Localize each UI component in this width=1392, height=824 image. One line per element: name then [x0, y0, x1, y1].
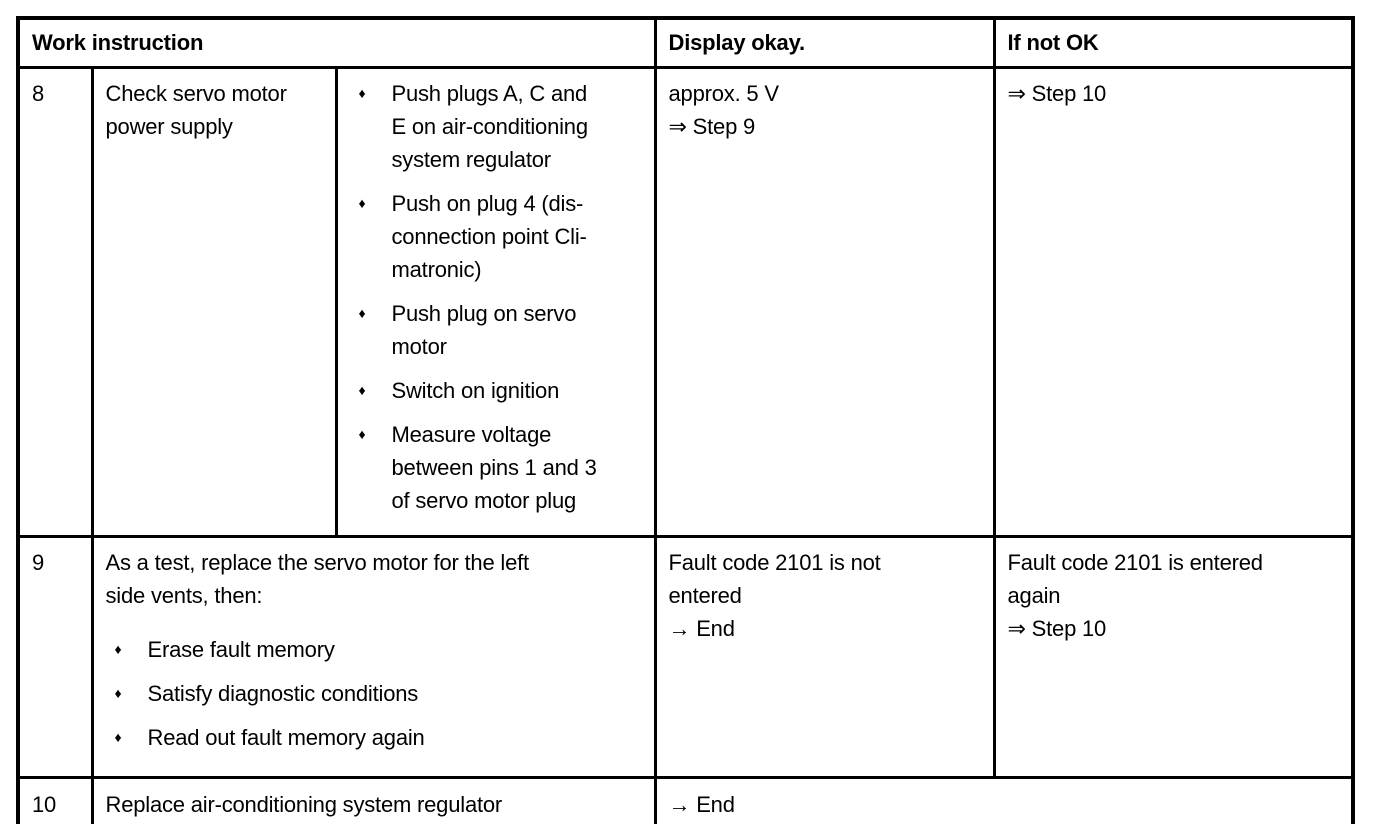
- bullet-list: ♦ Erase fault memory ♦ Satisfy diagnosti…: [106, 633, 644, 754]
- header-row: Work instruction Display okay. If not OK: [16, 16, 1355, 69]
- display-okay-cell: Fault code 2101 is not entered → End: [653, 535, 996, 779]
- step-number: 10: [16, 776, 94, 824]
- bullet-text: Read out fault memory again: [147, 725, 425, 750]
- bullet-text: Push plug on servo motor: [391, 301, 577, 359]
- task-cell: Replace air-conditioning system regulato…: [90, 776, 657, 824]
- step-number: 9: [16, 535, 94, 779]
- bullet-diamond-icon: ♦: [114, 729, 122, 745]
- bullet-text: Satisfy diagnostic conditions: [147, 681, 419, 706]
- bullet-text: Erase fault memory: [147, 637, 335, 662]
- bullet-text: Measure voltage between pins 1 and 3 of …: [391, 422, 597, 513]
- task-intro: As a test, replace the servo motor for t…: [105, 550, 530, 608]
- list-item: ♦ Push on plug 4 (dis- connection point …: [350, 187, 644, 286]
- result-cell: → End: [653, 776, 1355, 824]
- table-row-step-10: 10 Replace air-conditioning system regul…: [16, 776, 1355, 824]
- if-not-ok-cell: Fault code 2101 is entered again ⇒ Step …: [992, 535, 1355, 779]
- bullet-diamond-icon: ♦: [114, 685, 122, 701]
- list-item: ♦ Measure voltage between pins 1 and 3 o…: [350, 418, 644, 517]
- header-work-instruction: Work instruction: [16, 16, 657, 69]
- list-item: ♦ Push plug on servo motor: [350, 297, 644, 363]
- list-item: ♦ Switch on ignition: [350, 374, 644, 407]
- table-row-step-9: 9 As a test, replace the servo motor for…: [16, 535, 1355, 779]
- troubleshooting-table: Work instruction Display okay. If not OK…: [16, 16, 1355, 824]
- list-item: ♦ Satisfy diagnostic conditions: [106, 677, 644, 710]
- bullet-diamond-icon: ♦: [358, 85, 366, 101]
- bullet-diamond-icon: ♦: [358, 382, 366, 398]
- table-row-step-8: 8 Check servo motor power supply ♦ Push …: [16, 66, 1355, 538]
- bullet-text: Push plugs A, C and E on air-conditionin…: [391, 81, 589, 172]
- bullet-diamond-icon: ♦: [114, 641, 122, 657]
- if-not-ok-cell: ⇒ Step 10: [992, 66, 1355, 538]
- display-okay-cell: approx. 5 V ⇒ Step 9: [653, 66, 996, 538]
- bullet-list: ♦ Push plugs A, C and E on air-condition…: [350, 77, 644, 517]
- bullet-text: Push on plug 4 (dis- connection point Cl…: [391, 191, 587, 282]
- list-item: ♦ Read out fault memory again: [106, 721, 644, 754]
- details-cell: ♦ Push plugs A, C and E on air-condition…: [334, 66, 657, 538]
- bullet-text: Switch on ignition: [391, 378, 560, 403]
- header-display-okay: Display okay.: [653, 16, 996, 69]
- task-cell: As a test, replace the servo motor for t…: [90, 535, 657, 779]
- bullet-diamond-icon: ♦: [358, 426, 366, 442]
- list-item: ♦ Erase fault memory: [106, 633, 644, 666]
- bullet-diamond-icon: ♦: [358, 305, 366, 321]
- list-item: ♦ Push plugs A, C and E on air-condition…: [350, 77, 644, 176]
- task-cell: Check servo motor power supply: [90, 66, 338, 538]
- bullet-diamond-icon: ♦: [358, 195, 366, 211]
- step-number: 8: [16, 66, 94, 538]
- header-if-not-ok: If not OK: [992, 16, 1355, 69]
